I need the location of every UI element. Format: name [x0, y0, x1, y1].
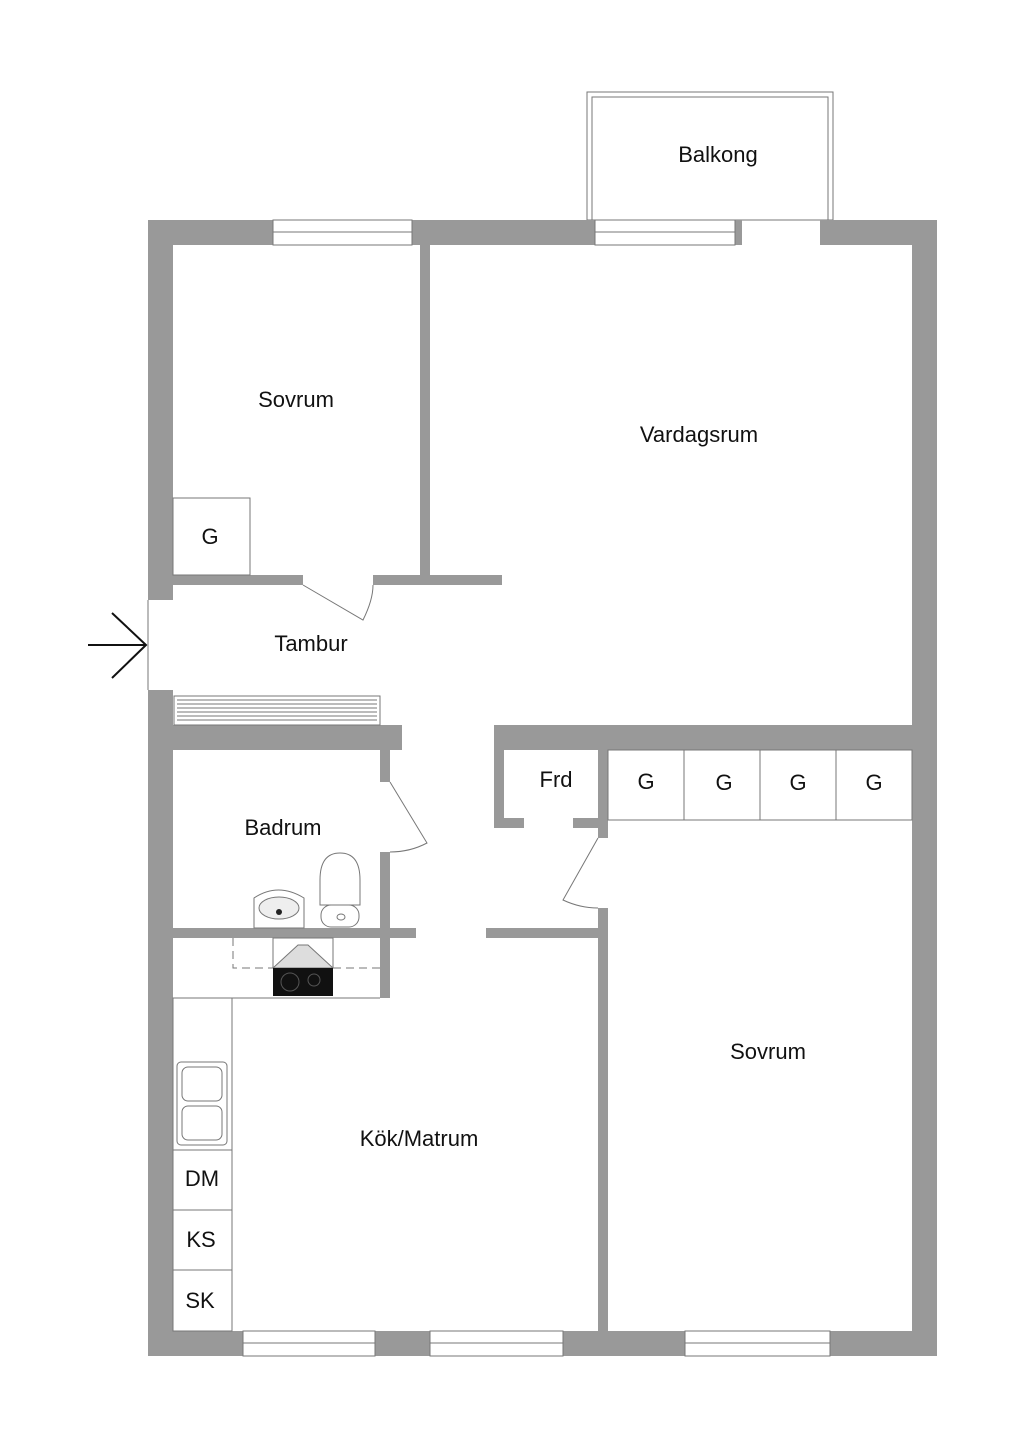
room-label-vardagsrum: Vardagsrum — [640, 422, 758, 447]
closet-label: G — [715, 770, 732, 795]
radiator — [173, 695, 381, 726]
room-label-sovrum-2: Sovrum — [730, 1039, 806, 1064]
room-label-balkong: Balkong — [678, 142, 758, 167]
entrance-arrow-icon — [88, 612, 148, 679]
kitchen-unit-label: KS — [186, 1227, 215, 1252]
toilet — [319, 852, 361, 928]
doors — [302, 584, 599, 909]
room-label-tambur: Tambur — [274, 631, 347, 656]
closet-label: G — [201, 524, 218, 549]
room-label-sovrum: Sovrum — [258, 387, 334, 412]
room-label-badrum: Badrum — [244, 815, 321, 840]
outer-walls — [148, 220, 937, 1356]
kitchen-unit-label: SK — [185, 1288, 215, 1313]
room-label-kok-matrum: Kök/Matrum — [360, 1126, 479, 1151]
closets — [172, 497, 913, 821]
kitchen-counter — [172, 937, 380, 1332]
kitchen-unit-label: DM — [185, 1166, 219, 1191]
windows — [147, 219, 831, 1357]
kitchen-sink — [173, 1061, 232, 1271]
closet-label: G — [789, 770, 806, 795]
closet-label: G — [637, 769, 654, 794]
sink — [253, 889, 305, 929]
closet-label: G — [865, 770, 882, 795]
interior-walls — [148, 245, 912, 1331]
room-label-frd: Frd — [540, 767, 573, 792]
